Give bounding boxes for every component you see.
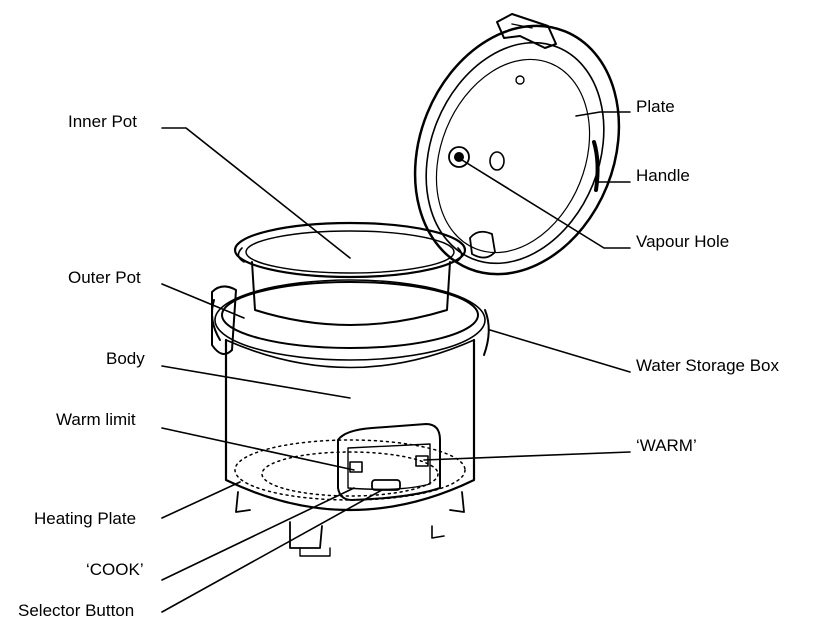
leader-inner-pot <box>161 127 351 259</box>
leader-water-storage-box <box>489 329 631 373</box>
leader-selector-button <box>161 489 383 613</box>
outer-pot <box>214 279 486 361</box>
label-cook: ‘COOK’ <box>86 560 144 579</box>
leader-plate <box>575 111 631 117</box>
leader-body <box>161 365 351 399</box>
label-water-storage-box: Water Storage Box <box>636 356 779 375</box>
heating-plate <box>234 439 466 501</box>
inner-pot <box>233 221 467 326</box>
lid-handle <box>592 140 600 192</box>
cooker-body <box>211 285 490 557</box>
leader-warm <box>423 451 631 461</box>
leader-warm-limit <box>161 427 355 471</box>
label-warm-limit: Warm limit <box>56 410 136 429</box>
control-panel <box>337 423 441 501</box>
leader-vapour-hole <box>461 159 631 249</box>
leader-lines <box>161 111 631 613</box>
label-inner-pot: Inner Pot <box>68 112 137 131</box>
label-warm: ‘WARM’ <box>636 436 697 455</box>
leader-cook <box>161 487 355 581</box>
leader-heating-plate <box>161 481 241 519</box>
label-outer-pot: Outer Pot <box>68 268 141 287</box>
label-handle: Handle <box>636 166 690 185</box>
leader-outer-pot <box>161 283 245 319</box>
label-heating-plate: Heating Plate <box>34 509 137 528</box>
lid <box>413 13 621 276</box>
label-vapour-hole: Vapour Hole <box>636 232 730 251</box>
label-plate: Plate <box>636 97 675 116</box>
label-body: Body <box>106 349 145 368</box>
label-selector-button: Selector Button <box>18 601 135 620</box>
